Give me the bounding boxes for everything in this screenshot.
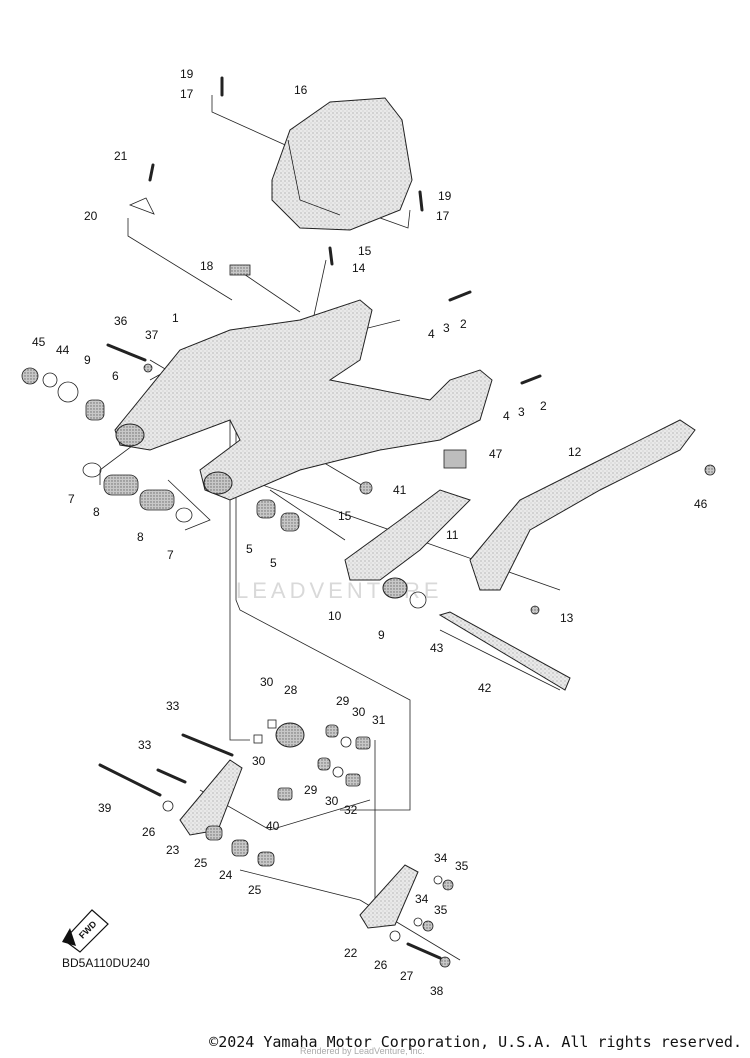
- callout: 15: [338, 509, 352, 523]
- callout: 17: [436, 209, 450, 223]
- callout: 38: [430, 984, 444, 998]
- callout: 1: [172, 311, 179, 325]
- callout: 26: [142, 825, 156, 839]
- callout: 8: [93, 505, 100, 519]
- callout: 5: [246, 542, 253, 556]
- callout: 25: [248, 883, 262, 897]
- callout: 30: [252, 754, 266, 768]
- callout: 4: [503, 409, 510, 423]
- bolts: [98, 76, 542, 960]
- callout: 30: [325, 794, 339, 808]
- callout: 21: [114, 149, 128, 163]
- callout: 29: [304, 783, 318, 797]
- rear-axle: [438, 611, 571, 691]
- callout: 29: [336, 694, 350, 708]
- callout: 3: [518, 405, 525, 419]
- callout: 19: [180, 67, 194, 81]
- callout: 2: [460, 317, 467, 331]
- callout: 9: [378, 628, 385, 642]
- callout: 34: [415, 892, 429, 906]
- callout: 10: [328, 609, 342, 623]
- callout: 22: [344, 946, 358, 960]
- callout: 16: [294, 83, 308, 97]
- callout: 35: [455, 859, 469, 873]
- callout: 24: [219, 868, 233, 882]
- swingarm-pivot-left: [115, 423, 145, 447]
- callout: 41: [393, 483, 407, 497]
- watermark-text: LEADVENTURE: [236, 578, 443, 603]
- chain-slider-bracket: [344, 489, 471, 581]
- rear-fender: [271, 97, 413, 231]
- callout: 30: [352, 705, 366, 719]
- callout: 15: [358, 244, 372, 258]
- callout: 12: [568, 445, 582, 459]
- callout-numbers: 1 2 2 3 3 4 4 5 5 6 7 7 8 8 9 9 10 11 12…: [32, 67, 708, 998]
- callout: 32: [344, 803, 358, 817]
- callout: 37: [145, 328, 159, 342]
- callout: 13: [560, 611, 574, 625]
- copyright-text: ©2024 Yamaha Motor Corporation, U.S.A. A…: [209, 1033, 742, 1051]
- callout: 39: [98, 801, 112, 815]
- callout: 26: [374, 958, 388, 972]
- callout: 42: [478, 681, 492, 695]
- callout: 31: [372, 713, 386, 727]
- callout: 47: [489, 447, 503, 461]
- callout: 2: [540, 399, 547, 413]
- callout: 33: [138, 738, 152, 752]
- callout: 4: [428, 327, 435, 341]
- callout: 30: [260, 675, 274, 689]
- wheel-spacer: [382, 577, 408, 599]
- callout: 3: [443, 321, 450, 335]
- callout: 27: [400, 969, 414, 983]
- callout: 35: [434, 903, 448, 917]
- callout: 45: [32, 335, 46, 349]
- callout: 43: [430, 641, 444, 655]
- callout: 20: [84, 209, 98, 223]
- callout: 7: [167, 548, 174, 562]
- callout: 9: [84, 353, 91, 367]
- callout: 46: [694, 497, 708, 511]
- callout: 33: [166, 699, 180, 713]
- callout: 44: [56, 343, 70, 357]
- callout: 6: [112, 369, 119, 383]
- relay-collar: [275, 722, 305, 748]
- callout: 34: [434, 851, 448, 865]
- chain-guard: [469, 419, 696, 591]
- callout: 28: [284, 683, 298, 697]
- swingarm-pivot-right: [203, 471, 233, 495]
- callout: 25: [194, 856, 208, 870]
- callout: 17: [180, 87, 194, 101]
- callout: 36: [114, 314, 128, 328]
- callout: 14: [352, 261, 366, 275]
- diagram-code: BD5A110DU240: [62, 956, 150, 970]
- callout: 40: [266, 819, 280, 833]
- swingarm: [114, 299, 493, 501]
- relay-arm: [179, 759, 243, 836]
- fwd-arrow-icon: FWD: [62, 909, 109, 953]
- callout: 7: [68, 492, 75, 506]
- callout: 19: [438, 189, 452, 203]
- small-parts: [21, 197, 716, 968]
- callout: 23: [166, 843, 180, 857]
- callout: 11: [446, 528, 459, 542]
- callout: 8: [137, 530, 144, 544]
- rendered-by-text: Rendered by LeadVenture, Inc.: [300, 1046, 425, 1056]
- connecting-rod: [359, 864, 419, 929]
- callout: 18: [200, 259, 214, 273]
- fender-edge: [287, 139, 341, 216]
- callout: 5: [270, 556, 277, 570]
